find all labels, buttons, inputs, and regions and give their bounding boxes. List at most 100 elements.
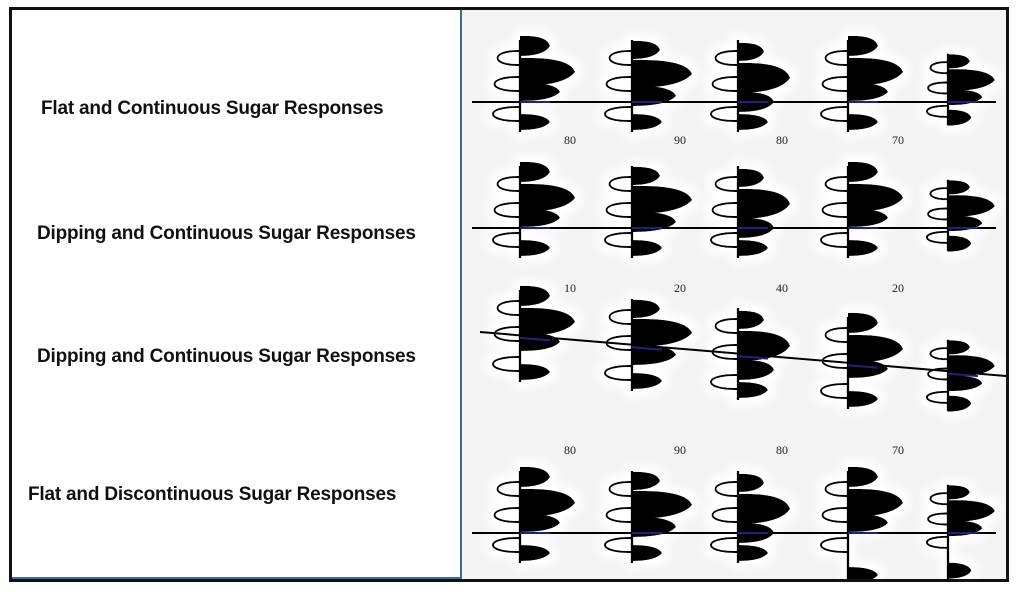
response-lobe <box>848 312 878 333</box>
response-lobe <box>738 382 768 398</box>
response-loop <box>824 480 849 498</box>
response-glyph <box>710 471 790 563</box>
label-panel: Flat and Continuous Sugar Responses Dipp… <box>12 10 462 579</box>
response-loop <box>821 201 849 219</box>
response-lobe <box>632 516 676 537</box>
response-lobe <box>738 330 790 361</box>
response-glyph <box>926 179 995 252</box>
response-lobe <box>948 500 995 523</box>
response-loop <box>714 49 739 67</box>
response-loop <box>493 75 521 93</box>
response-loop <box>496 480 521 498</box>
response-lobe <box>848 334 903 363</box>
baseline-accent <box>631 346 663 351</box>
response-loop <box>493 201 521 219</box>
response-lobe <box>848 183 903 212</box>
response-value-label: 70 <box>892 133 904 147</box>
response-lobe <box>520 161 550 182</box>
baseline-accent <box>847 364 879 369</box>
response-glyph <box>604 299 692 391</box>
response-lobe <box>948 395 972 412</box>
response-loop <box>604 105 633 123</box>
response-loop <box>820 105 849 123</box>
response-glyph <box>492 466 575 563</box>
response-lobe <box>948 485 970 500</box>
response-lobe <box>520 307 575 336</box>
response-loop <box>496 175 521 193</box>
response-lobe <box>738 310 764 329</box>
response-lobe <box>738 188 790 219</box>
response-row-1 <box>492 35 995 132</box>
response-lobe <box>632 211 676 232</box>
response-lobe <box>520 364 550 380</box>
response-loop <box>492 105 521 123</box>
response-loop <box>492 355 521 373</box>
response-lobe <box>738 240 768 256</box>
response-lobe <box>520 285 550 306</box>
response-lobe <box>632 490 692 519</box>
response-lobe <box>632 59 692 88</box>
response-loop <box>820 231 849 249</box>
response-lobe <box>520 183 575 212</box>
response-lobe <box>632 85 676 106</box>
response-value-label: 80 <box>564 133 576 147</box>
response-glyph <box>604 40 692 132</box>
response-lobe <box>848 567 878 579</box>
response-lobe <box>848 114 878 130</box>
response-lobe <box>632 166 660 185</box>
response-lobe <box>738 168 764 187</box>
response-loop <box>927 81 949 95</box>
response-lobe <box>632 240 662 256</box>
response-loop <box>493 506 521 524</box>
response-lobe <box>848 488 903 517</box>
row-label-flat-discontinuous: Flat and Discontinuous Sugar Responses <box>28 484 397 505</box>
response-lobe <box>738 493 790 524</box>
response-glyph <box>710 40 790 132</box>
baseline-accent <box>519 336 551 342</box>
response-loop <box>605 75 633 93</box>
response-loop <box>604 231 633 249</box>
response-lobe <box>948 340 970 355</box>
response-loop <box>714 317 739 335</box>
response-loop <box>821 506 849 524</box>
response-loop <box>605 506 633 524</box>
response-lobe <box>738 359 774 380</box>
response-value-label: 40 <box>776 281 788 295</box>
response-loop <box>605 201 633 219</box>
response-lobe <box>520 488 575 517</box>
response-loop <box>714 480 739 498</box>
response-loop <box>604 364 633 382</box>
response-glyph <box>820 35 903 132</box>
response-value-label: 90 <box>674 443 686 457</box>
response-value-label: 80 <box>776 443 788 457</box>
response-value-label: 90 <box>674 133 686 147</box>
response-lobe <box>848 466 878 487</box>
response-lobe <box>520 466 550 487</box>
response-lobe <box>632 344 676 365</box>
response-lobe <box>848 391 878 407</box>
response-loop <box>608 308 633 326</box>
response-value-label: 20 <box>674 281 686 295</box>
response-loop <box>929 187 949 201</box>
response-lobe <box>520 513 560 532</box>
response-loop <box>604 536 633 554</box>
response-loop <box>824 49 849 67</box>
response-loop <box>492 231 521 249</box>
response-lobe <box>848 57 903 86</box>
response-lobe <box>632 40 660 59</box>
response-lobe <box>520 82 560 101</box>
response-glyph <box>710 166 790 258</box>
response-loop <box>927 207 949 221</box>
response-loop <box>608 480 633 498</box>
response-loop <box>926 104 949 118</box>
response-glyph <box>604 166 692 258</box>
response-lobe <box>948 235 972 252</box>
response-lobe <box>848 35 878 56</box>
response-lobe <box>738 114 768 130</box>
response-loop <box>710 536 739 554</box>
row-label-dipping-continuous-1: Dipping and Continuous Sugar Responses <box>37 223 416 244</box>
response-lobe <box>948 562 972 579</box>
response-loop <box>496 299 521 317</box>
